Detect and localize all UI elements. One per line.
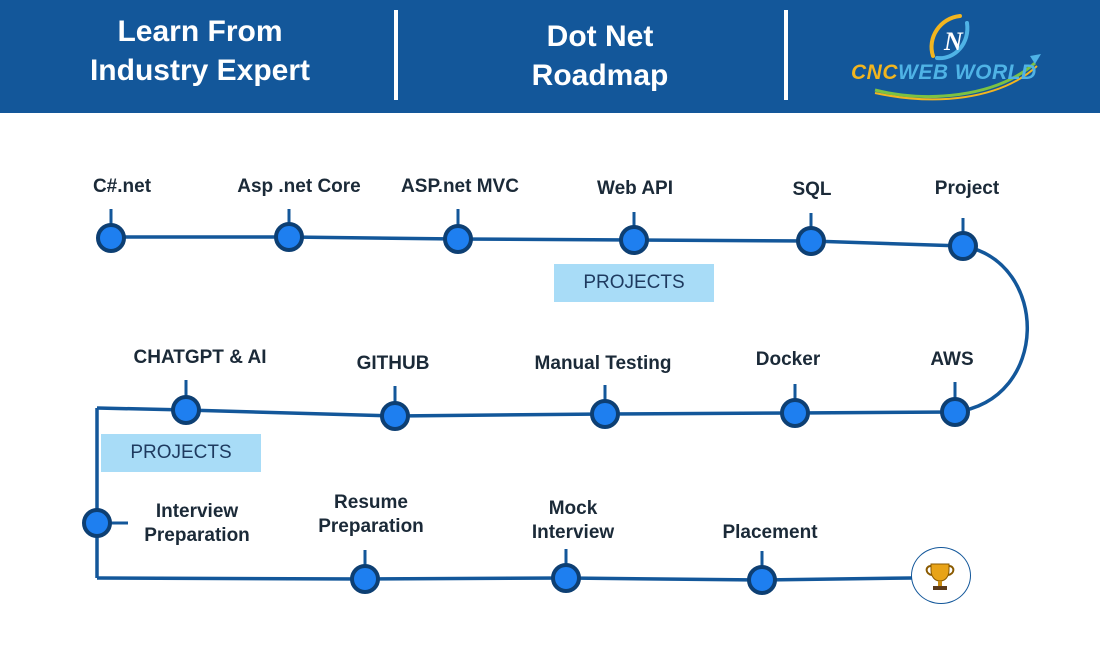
milestone-node — [796, 226, 826, 256]
milestone-node — [380, 401, 410, 431]
logo-wordmark: CNCWEB WORLD — [851, 61, 1037, 85]
tagline: Learn From Industry Expert — [60, 12, 340, 90]
label-line1: Resume — [334, 492, 408, 513]
logo-swoosh-icon: N — [874, 14, 1041, 101]
label-line1: Placement — [722, 522, 818, 543]
projects-badge: PROJECTS — [101, 434, 261, 472]
path-row3 — [96, 576, 913, 582]
tagline-line1: Learn From — [117, 15, 283, 48]
logo-text-part2: WEB WORLD — [898, 61, 1037, 84]
milestone-node — [443, 224, 473, 254]
milestone-node — [590, 399, 620, 429]
label-line2: Interview — [531, 522, 615, 543]
milestone-label-docker: Docker — [755, 349, 821, 370]
tagline-line2: Industry Expert — [89, 54, 311, 87]
header-banner: Learn From Industry Expert Dot Net Roadm… — [0, 0, 1100, 113]
milestone-node — [940, 397, 970, 427]
brand-logo: N CNCWEB WORLD — [845, 8, 1050, 106]
milestone-label-interview-prep: Interview Preparation — [144, 500, 250, 548]
trophy-icon — [925, 563, 955, 590]
logo-mark: N — [943, 27, 964, 56]
page-title: Dot Net Roadmap — [470, 17, 730, 95]
label-line1: Interview — [155, 501, 239, 522]
path-curve-right — [954, 244, 1029, 414]
milestone-label-github: GITHUB — [356, 353, 430, 374]
path-row1 — [111, 235, 964, 248]
header-divider — [784, 10, 788, 100]
milestone-node — [96, 223, 126, 253]
milestone-node — [274, 222, 304, 252]
milestone-label-csharp: C#.net — [92, 176, 152, 197]
milestone-label-placement: Placement — [722, 521, 817, 545]
milestone-label-aws: AWS — [930, 349, 974, 370]
header-divider — [394, 10, 398, 100]
milestone-node — [948, 231, 978, 261]
logo-text-part1: CNC — [851, 61, 898, 84]
milestone-label-manual-testing: Manual Testing — [534, 353, 672, 374]
label-line1: Mock — [548, 498, 598, 519]
milestone-node — [551, 563, 581, 593]
milestone-node — [82, 508, 112, 538]
milestone-label-sql: SQL — [792, 179, 832, 200]
milestone-node — [780, 398, 810, 428]
trophy-badge — [911, 547, 971, 604]
milestone-label-resume-prep: Resume Preparation — [318, 491, 424, 539]
path-row2 — [96, 406, 956, 418]
milestone-label-aspnet-mvc: ASP.net MVC — [401, 176, 519, 197]
title-line2: Roadmap — [531, 59, 669, 92]
projects-badge: PROJECTS — [554, 264, 714, 302]
milestone-node — [747, 565, 777, 595]
milestone-label-chatgpt-ai: CHATGPT & AI — [133, 347, 267, 368]
milestone-node — [171, 395, 201, 425]
milestone-node — [619, 225, 649, 255]
label-line2: Preparation — [144, 525, 250, 546]
title-line1: Dot Net — [546, 20, 654, 53]
label-line2: Preparation — [318, 516, 424, 537]
milestone-label-mock-interview: Mock Interview — [532, 497, 614, 545]
milestone-node — [350, 564, 380, 594]
milestone-label-project: Project — [934, 178, 1000, 199]
milestone-label-web-api: Web API — [596, 178, 674, 199]
milestone-label-aspnet-core: Asp .net Core — [237, 176, 361, 197]
